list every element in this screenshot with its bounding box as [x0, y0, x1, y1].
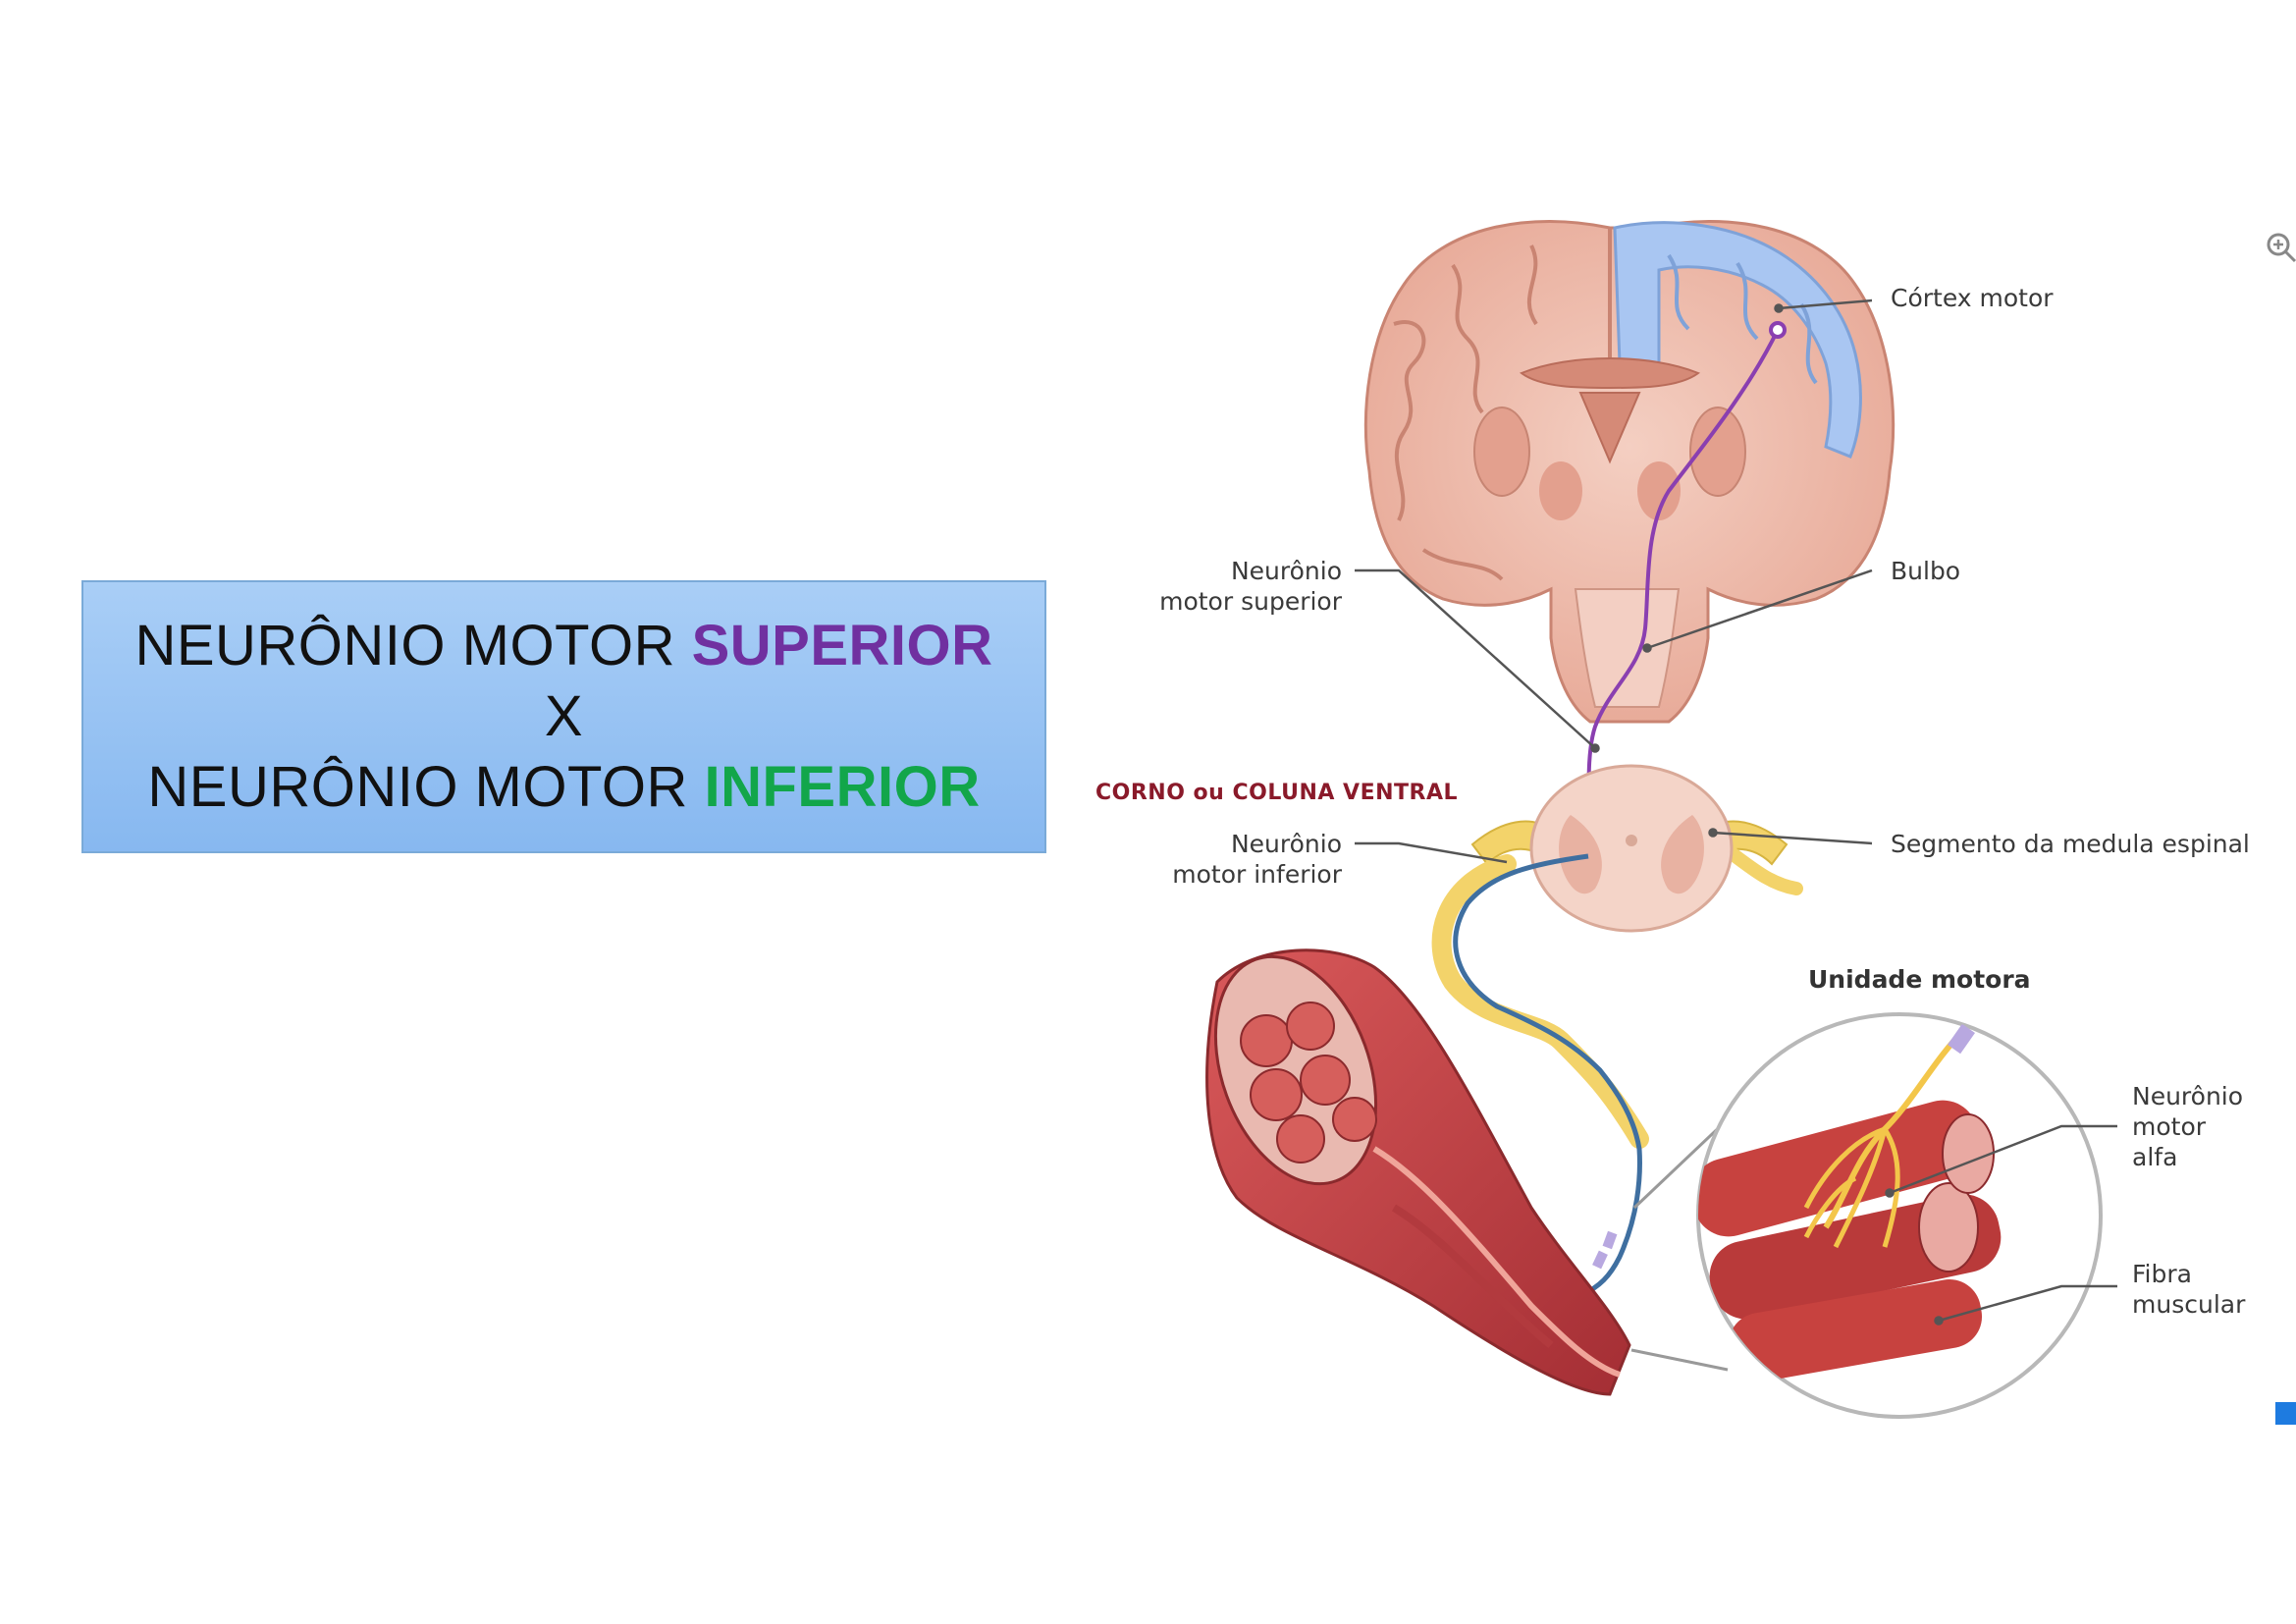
label-motor-unit: Unidade motora: [1808, 965, 2031, 994]
title-line-1: NEURÔNIO MOTOR SUPERIOR: [134, 614, 993, 677]
label-muscle-fiber: Fibra muscular: [2132, 1260, 2246, 1319]
spinal-cord-segment: [1470, 764, 1803, 933]
label-lower-motor-neuron: Neurônio motor inferior: [1172, 830, 1342, 889]
title-box: NEURÔNIO MOTOR SUPERIOR X NEURÔNIO MOTOR…: [81, 580, 1046, 853]
label-cortex-motor: Córtex motor: [1891, 284, 2054, 312]
label-corno-ventral: CORNO ou COLUNA VENTRAL: [1095, 781, 1458, 805]
label-bulbo: Bulbo: [1891, 557, 1961, 585]
label-spinal-segment: Segmento da medula espinal: [1891, 830, 2250, 858]
motor-unit-zoom: [1630, 1012, 2103, 1419]
label-upper-motor-neuron: Neurônio motor superior: [1159, 557, 1342, 616]
title-superior: SUPERIOR: [691, 614, 993, 677]
title-line-3: NEURÔNIO MOTOR INFERIOR: [147, 755, 981, 819]
upper-motor-neuron: [1586, 321, 1787, 850]
label-alpha-motor-neuron: Neurônio motor alfa: [2132, 1082, 2244, 1171]
title-line-2: X: [544, 684, 584, 748]
brain-section: [1363, 219, 1896, 724]
corner-marker: [2275, 1402, 2296, 1425]
leader-lines: [1355, 298, 2117, 1326]
zoom-in-icon[interactable]: [2266, 232, 2296, 263]
title-inferior: INFERIOR: [704, 755, 981, 819]
muscle-bundle: [1205, 948, 1631, 1396]
